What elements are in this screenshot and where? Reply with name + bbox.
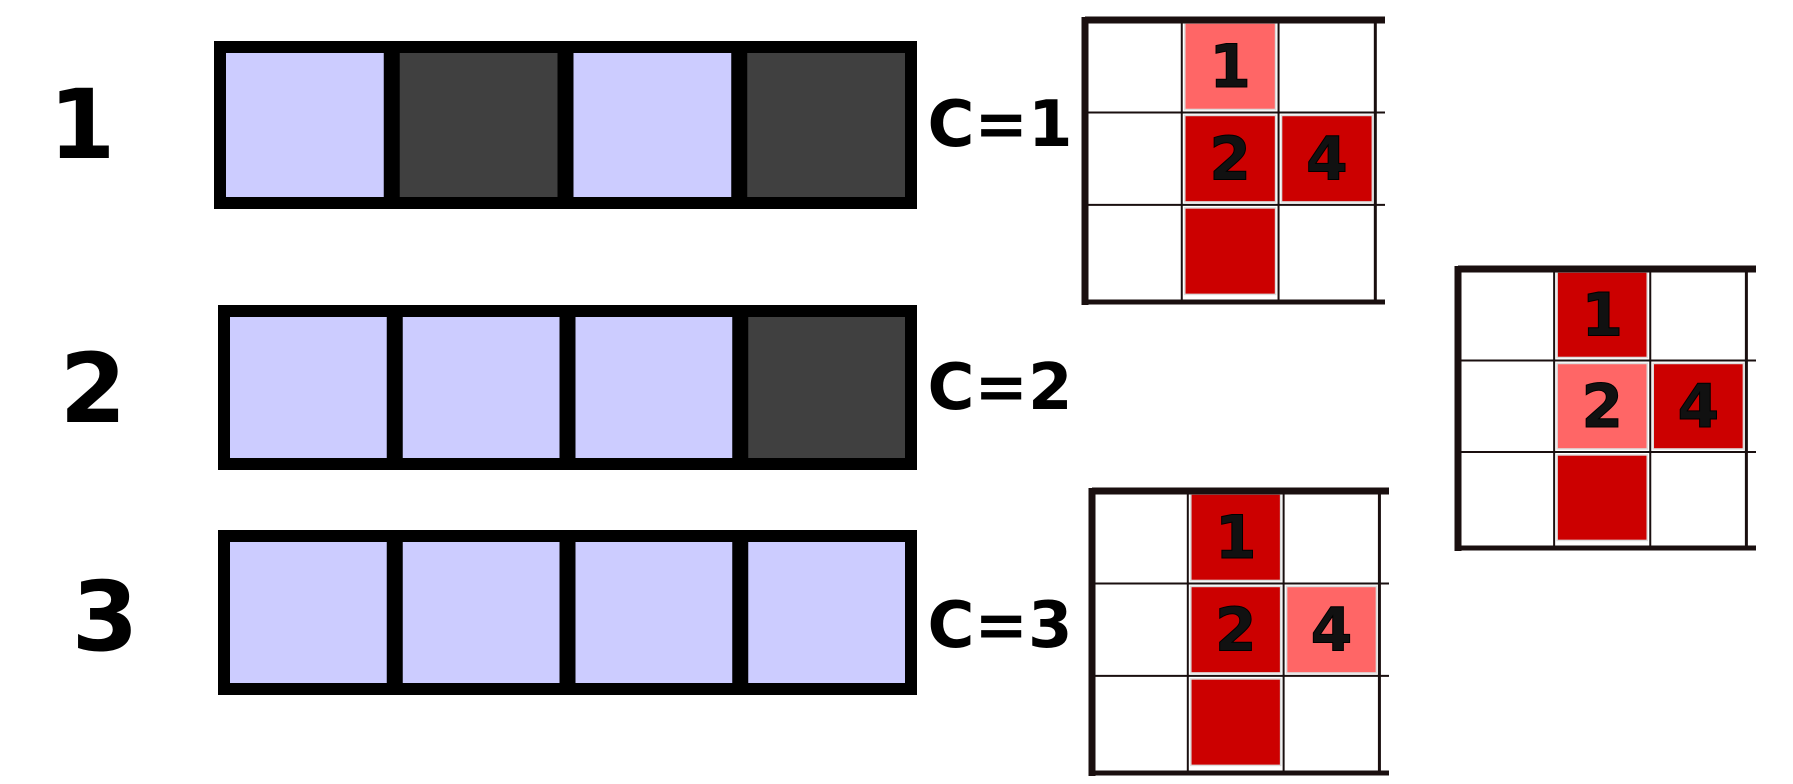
square-light-3 — [575, 542, 733, 683]
grid-cell-dark — [1184, 114, 1277, 203]
grid-cell-dark — [1652, 362, 1745, 450]
square-dark-2 — [399, 53, 558, 197]
row-label-2: 2 — [60, 333, 127, 445]
grid-cell-light — [1285, 585, 1378, 674]
grid-cell-dark — [1190, 493, 1282, 582]
square-light-3 — [573, 53, 732, 197]
grid-cell-number: 4 — [1306, 125, 1348, 195]
grid-cell-number: 1 — [1581, 281, 1623, 351]
grid-cell-number: 1 — [1209, 32, 1251, 102]
grid-cell-number: 2 — [1209, 125, 1251, 195]
c-label-2: C=2 — [927, 351, 1072, 425]
grid-cell-dark — [1280, 114, 1374, 203]
square-light-1 — [230, 317, 387, 458]
grid-cell-dark — [1184, 207, 1277, 296]
grid-cell-dark — [1190, 678, 1282, 767]
square-dark-4 — [747, 53, 905, 197]
grid-cell-number: 4 — [1677, 372, 1719, 442]
grid-cell-number: 2 — [1215, 596, 1257, 666]
grid-cell-dark — [1556, 271, 1649, 359]
square-light-2 — [402, 542, 560, 683]
c-label-3: C=3 — [927, 589, 1072, 663]
grid-cell-number: 1 — [1215, 503, 1257, 573]
square-light-2 — [402, 317, 560, 458]
grid-cell-light — [1184, 22, 1277, 111]
row-label-1: 1 — [49, 69, 116, 181]
grid-cell-dark — [1190, 585, 1282, 674]
grid-cell-dark — [1556, 454, 1649, 542]
square-light-1 — [230, 542, 387, 683]
square-strip-3 — [218, 530, 917, 695]
square-light-3 — [575, 317, 733, 458]
square-strip-1 — [214, 41, 917, 209]
square-strip-2 — [218, 305, 917, 470]
row-label-3: 3 — [72, 561, 139, 673]
grid-cell-number: 2 — [1581, 372, 1623, 442]
c-label-1: C=1 — [927, 88, 1072, 162]
square-light-1 — [226, 53, 384, 197]
square-light-4 — [748, 542, 905, 683]
square-dark-4 — [748, 317, 905, 458]
grid-cell-light — [1556, 362, 1649, 450]
grid-cell-number: 4 — [1311, 596, 1353, 666]
